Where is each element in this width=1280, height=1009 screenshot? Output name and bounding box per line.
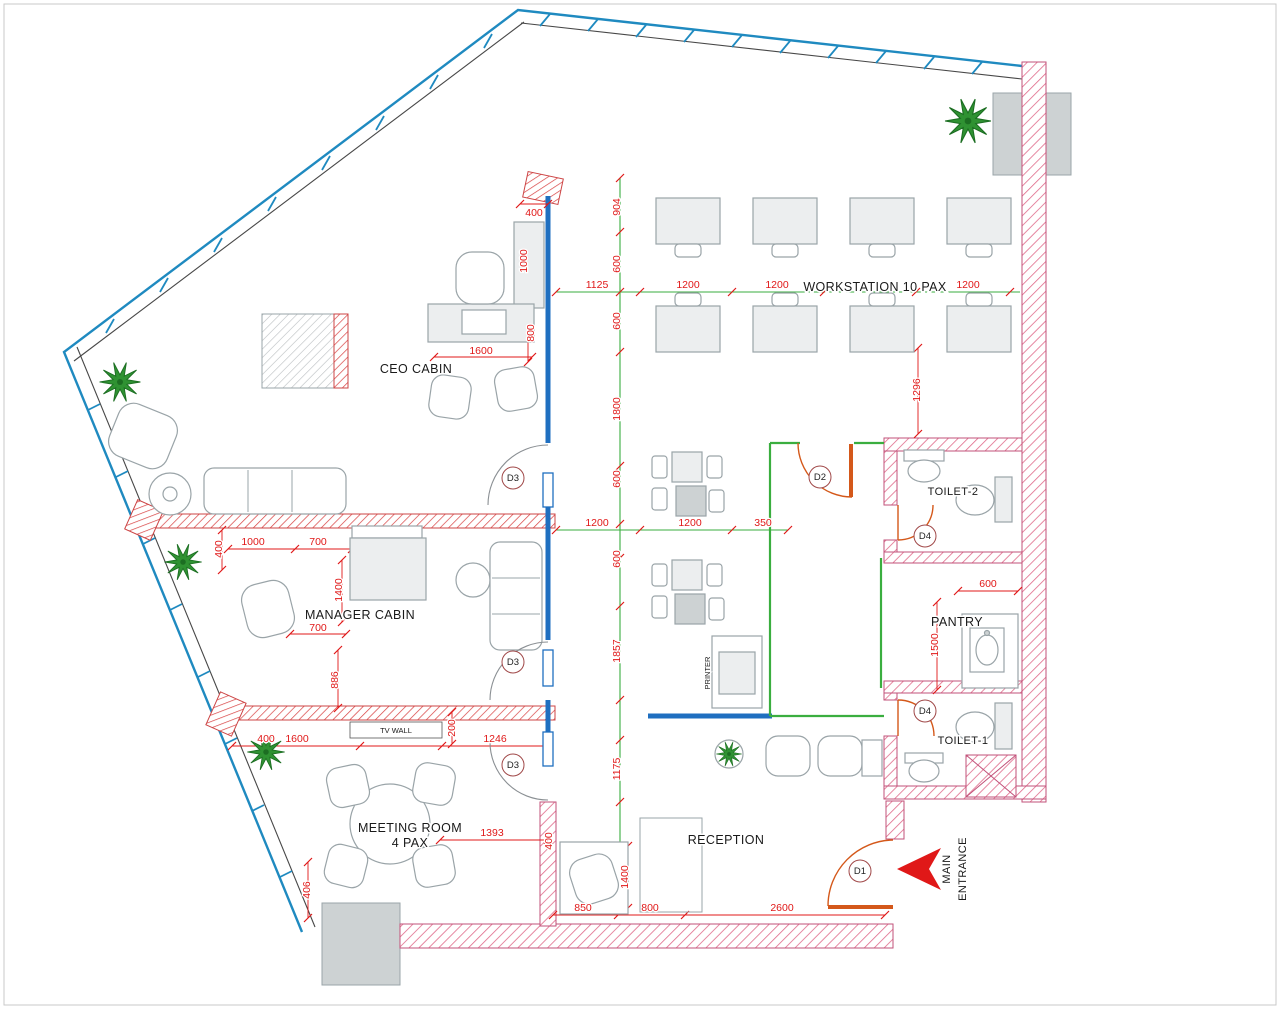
- room-label-reception: RECEPTION: [688, 833, 765, 847]
- dim-1200: 1200: [678, 517, 702, 529]
- room-label-pantry: PANTRY: [931, 615, 983, 629]
- door-tag-d3: D3: [507, 760, 519, 771]
- door-tags: D3 D3 D3 D2 D4 D4 D1: [501, 465, 937, 883]
- door-tag-d1: D1: [854, 866, 866, 877]
- dim-400: 400: [213, 540, 225, 558]
- open-area-tables: [651, 451, 725, 625]
- dim-1857: 1857: [611, 639, 623, 663]
- dim-600: 600: [611, 550, 623, 568]
- dim-1800: 1800: [611, 397, 623, 421]
- room-label-toilet2: TOILET-2: [928, 486, 979, 498]
- blue-partitions: [545, 196, 772, 742]
- dim-1400: 1400: [619, 865, 631, 889]
- door-tag-d3: D3: [507, 657, 519, 668]
- dim-886: 886: [329, 671, 341, 689]
- workstation-desks-row2: [655, 292, 1012, 353]
- printer-label: PRINTER: [703, 656, 712, 690]
- room-label-workstation: WORKSTATION 10 PAX: [803, 280, 947, 294]
- room-label-manager-cabin: MANAGER CABIN: [305, 608, 415, 622]
- dim-1200: 1200: [676, 279, 700, 291]
- main-entrance-label-2: ENTRANCE: [957, 837, 969, 901]
- dim-700: 700: [309, 536, 327, 548]
- page-border: [3, 3, 1277, 1006]
- partition-walls: [124, 170, 564, 737]
- main-entrance-label-1: MAIN: [941, 854, 953, 883]
- room-labels: WORKSTATION 10 PAX CEO CABIN MANAGER CAB…: [303, 279, 989, 903]
- tv-wall-box: [349, 721, 443, 739]
- dim-1000: 1000: [241, 536, 265, 548]
- ceo-storage-block: [261, 313, 335, 389]
- dim-2600: 2600: [770, 902, 794, 914]
- toilet1-fixtures: [904, 702, 1017, 798]
- tv-wall-label: TV WALL: [380, 726, 412, 735]
- ceo-cabin-furniture: [107, 221, 545, 516]
- window-mullions: [87, 13, 983, 878]
- room-label-ceo-cabin: CEO CABIN: [380, 362, 452, 376]
- dim-406: 406: [301, 881, 313, 899]
- dim-400: 400: [257, 733, 275, 745]
- dim-1200: 1200: [765, 279, 789, 291]
- grid-centerlines: [556, 178, 1020, 905]
- workstation-desks-row1: [655, 197, 1012, 258]
- room-label-meeting-room: MEETING ROOM: [358, 821, 462, 835]
- masonry-walls: [399, 61, 1047, 949]
- dim-1200: 1200: [956, 279, 980, 291]
- dim-400: 400: [543, 832, 555, 850]
- main-entrance-arrow-icon: [897, 848, 941, 890]
- room-label-meeting-room-pax: 4 PAX: [392, 836, 429, 850]
- dim-1246: 1246: [483, 733, 507, 745]
- dim-1200: 1200: [585, 517, 609, 529]
- manager-cabin-furniture: [240, 525, 543, 651]
- dim-1400: 1400: [333, 578, 345, 602]
- dim-904: 904: [611, 198, 623, 216]
- dim-850: 850: [574, 902, 592, 914]
- dim-1393: 1393: [480, 827, 504, 839]
- dim-400: 400: [525, 207, 543, 219]
- door-tag-d4: D4: [919, 706, 931, 717]
- room-label-toilet1: TOILET-1: [938, 735, 989, 747]
- doors: [487, 442, 935, 909]
- dim-1296: 1296: [911, 378, 923, 402]
- door-tag-d4: D4: [919, 531, 931, 542]
- dim-800: 800: [641, 902, 659, 914]
- dim-1125: 1125: [586, 279, 609, 291]
- toilet2-fixtures: [903, 449, 1013, 523]
- door-tag-d2: D2: [814, 472, 826, 483]
- dim-1600: 1600: [285, 733, 309, 745]
- door-tag-d3: D3: [507, 473, 519, 484]
- furniture: [107, 197, 1019, 915]
- dim-1175: 1175: [611, 758, 623, 781]
- dim-800: 800: [525, 324, 537, 342]
- dim-600: 600: [611, 470, 623, 488]
- dim-1000: 1000: [518, 249, 530, 273]
- dim-200: 200: [446, 719, 458, 737]
- dimension-labels: 400 1125 1200 1200 1200 1600 1200 1200 3…: [212, 197, 998, 915]
- green-partitions: [556, 178, 1020, 905]
- pantry-fixtures: [961, 613, 1019, 689]
- dim-600: 600: [979, 578, 997, 590]
- dim-600: 600: [611, 312, 623, 330]
- dim-1600: 1600: [469, 345, 493, 357]
- dim-1500: 1500: [929, 633, 941, 657]
- dim-350: 350: [754, 517, 772, 529]
- dim-600: 600: [611, 255, 623, 273]
- dim-700: 700: [309, 622, 327, 634]
- reception-furniture: [559, 635, 883, 915]
- meeting-room-furniture: [323, 762, 456, 889]
